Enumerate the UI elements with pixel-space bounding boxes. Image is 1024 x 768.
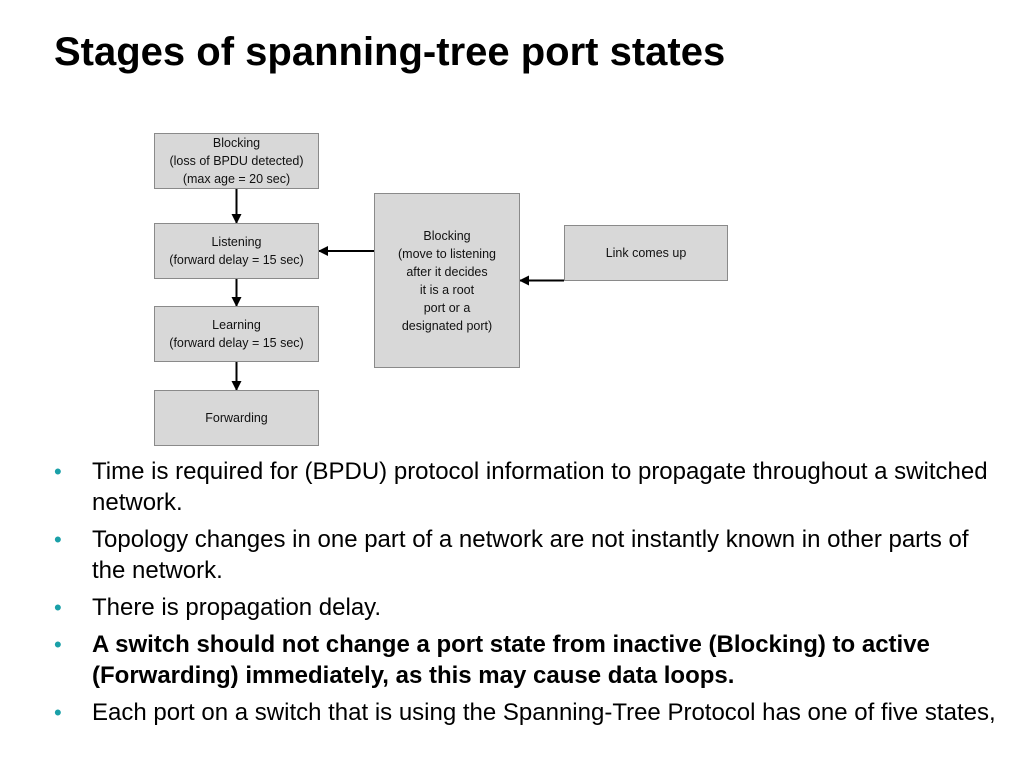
box-line: (max age = 20 sec) (182, 172, 291, 186)
blocking-state-box: Blocking (loss of BPDU detected) (max age … (154, 133, 319, 189)
box-line: it is a root (419, 282, 475, 297)
bullet-dot-icon: • (54, 459, 62, 484)
bullet-item: • There is propagation delay. (54, 592, 1004, 623)
bullet-list: • Time is required for (BPDU) protocol in… (54, 456, 1004, 734)
box-line: (loss of BPDU detected) (169, 154, 304, 168)
forwarding-state-box: Forwarding (154, 390, 319, 446)
blocking-move-box: Blocking (move to listening after it decid… (374, 193, 520, 368)
bullet-text: Time is required for (BPDU) protocol inf… (92, 458, 988, 516)
bullet-item: • Topology changes in one part of a netwo… (54, 524, 1004, 586)
box-line: (forward delay = 15 sec) (169, 336, 304, 350)
listening-state-box: Listening (forward delay = 15 sec) (154, 223, 319, 279)
bullet-dot-icon: • (54, 700, 62, 725)
bullet-text: There is propagation delay. (92, 594, 382, 621)
bullet-item: • Each port on a switch that is using the… (54, 697, 1004, 728)
bullet-text: Each port on a switch that is using the … (92, 699, 996, 726)
bullet-item: • A switch should not change a port state… (54, 629, 1004, 691)
box-line: (forward delay = 15 sec) (169, 253, 304, 267)
box-line: Blocking (423, 228, 471, 243)
bullet-dot-icon: • (54, 527, 62, 552)
box-line: after it decides (406, 264, 488, 279)
box-line: Listening (211, 235, 262, 249)
box-line: Forwarding (205, 411, 268, 425)
box-line: port or a (423, 300, 471, 315)
bullet-text: A switch should not change a port state … (92, 631, 930, 689)
bullet-dot-icon: • (54, 632, 62, 657)
box-line: (move to listening (398, 246, 496, 261)
box-line: Link comes up (605, 246, 687, 260)
bullet-text: Topology changes in one part of a networ… (92, 526, 969, 584)
slide-title: Stages of spanning-tree port states (54, 30, 726, 74)
bullet-item: • Time is required for (BPDU) protocol in… (54, 456, 1004, 518)
bullet-dot-icon: • (54, 595, 62, 620)
link-comes-up-box: Link comes up (564, 225, 728, 281)
box-line: Blocking (212, 136, 261, 150)
box-line: designated port) (401, 318, 493, 333)
learning-state-box: Learning (forward delay = 15 sec) (154, 306, 319, 362)
box-line: Learning (212, 318, 261, 332)
